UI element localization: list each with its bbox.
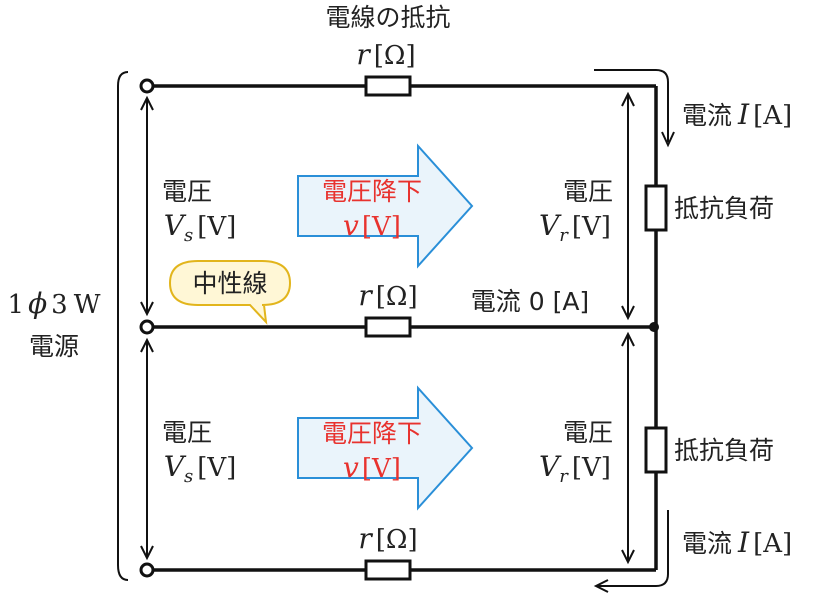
voltage-arrow-left-bottom	[140, 337, 154, 561]
voltage-word-left-bottom: 電圧	[162, 418, 212, 447]
voltage-arrow-left-top	[140, 95, 154, 317]
terminals	[139, 78, 155, 578]
wires	[154, 84, 659, 572]
resistance-label-neutral: r[Ω]	[358, 279, 417, 312]
line-resistor-neutral	[364, 316, 412, 338]
neutral-label: 中性線	[192, 269, 267, 298]
line-resistor-top	[364, 75, 412, 97]
voltage-drop-arrow-top	[297, 143, 474, 269]
voltage-arrow-right-bottom	[621, 331, 635, 565]
terminal-bottom	[139, 562, 155, 578]
wire-resistance-title: 電線の抵抗	[325, 3, 450, 32]
voltage-word-right-bottom: 電圧	[563, 418, 613, 447]
vr-label-top: Vr[V]	[539, 209, 611, 246]
voltage-word-right-top: 電圧	[563, 177, 613, 206]
load-label-top: 抵抗負荷	[674, 194, 774, 223]
vr-label-bottom: Vr[V]	[539, 450, 611, 487]
voltage-drop-symbol-bottom: v[V]	[343, 451, 401, 484]
resistance-label-top: r[Ω]	[356, 38, 415, 71]
current-arrow-bottom	[598, 510, 669, 587]
terminal-top	[139, 78, 155, 94]
load-resistor-top	[644, 184, 668, 232]
load-label-bottom: 抵抗負荷	[674, 436, 774, 465]
voltage-arrow-right-top	[621, 91, 635, 321]
source-brace	[117, 71, 129, 581]
resistance-label-bottom: r[Ω]	[358, 522, 417, 555]
terminal-neutral	[139, 319, 155, 335]
neutral-current-label: 電流 0 [A]	[471, 287, 589, 316]
voltage-word-left-top: 電圧	[162, 177, 212, 206]
load-resistor-bottom	[644, 426, 668, 474]
voltage-drop-word-bottom: 電圧降下	[322, 419, 422, 448]
source-label: 電源	[29, 332, 79, 361]
vs-label-top: Vs[V]	[164, 209, 237, 246]
junction-dot	[649, 322, 659, 332]
voltage-drop-arrow-bottom	[297, 385, 474, 511]
current-arrow-top	[594, 69, 669, 142]
voltage-drop-word-top: 電圧降下	[322, 177, 422, 206]
line-resistor-bottom	[364, 559, 412, 581]
voltage-drop-symbol-top: v[V]	[343, 209, 401, 242]
neutral-bubble	[168, 260, 292, 325]
vs-label-bottom: Vs[V]	[164, 450, 237, 487]
